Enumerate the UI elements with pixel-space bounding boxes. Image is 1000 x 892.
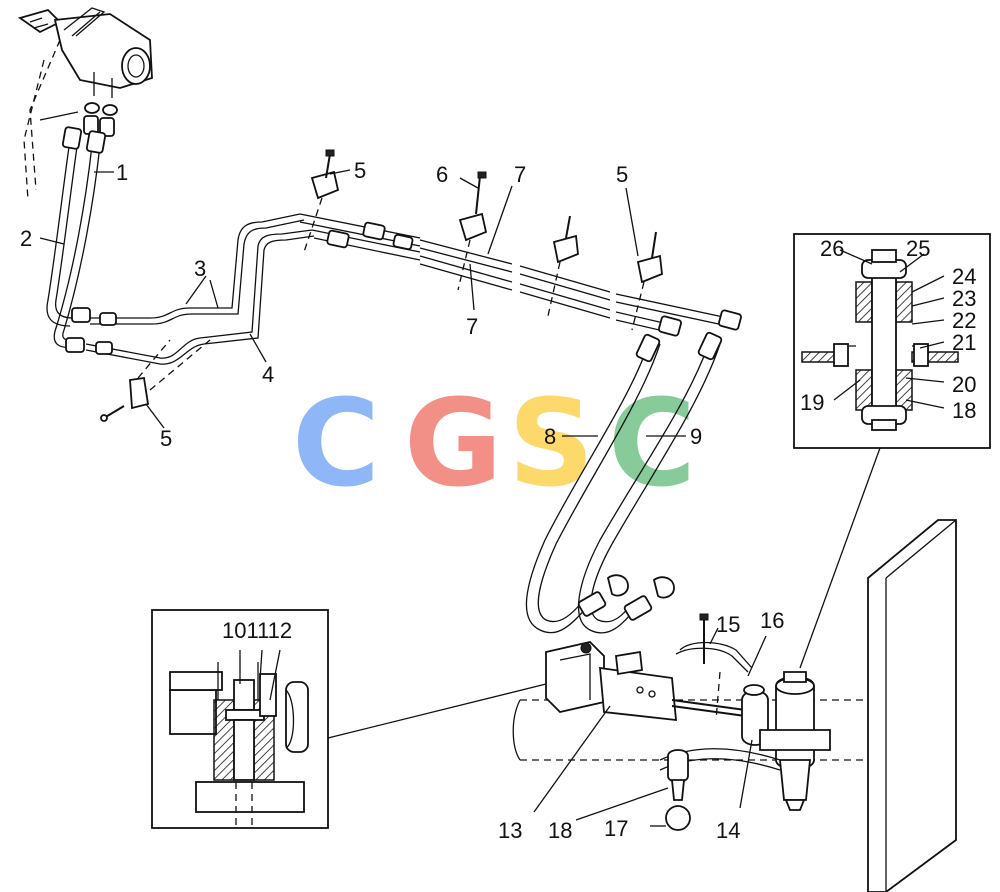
steering-assembly [512,613,880,831]
callout-18-bottom: 18 [548,818,572,843]
callout-5-top: 5 [354,158,366,183]
tube-clamps [100,149,663,422]
leader-lines [39,169,945,827]
callout-6: 6 [436,162,448,187]
callout-15: 15 [716,612,740,637]
watermark: C G S C [292,375,696,514]
watermark-letter-s: S [508,375,594,514]
inset-detail-left [151,609,547,829]
callout-16: 16 [760,608,784,633]
callout-26: 26 [820,236,844,261]
callout-25: 25 [906,236,930,261]
watermark-letter-c2: C [608,375,696,514]
callout-2: 2 [20,226,32,251]
callout-23: 23 [952,286,976,311]
hydraulic-lines-3-4 [85,213,315,391]
callout-5-bottom: 5 [160,426,172,451]
callout-21: 21 [952,330,976,355]
callout-14: 14 [716,818,740,843]
control-valve-assembly [17,7,153,201]
callout-3: 3 [194,256,206,281]
watermark-letter-g: G [404,375,503,514]
callout-24: 24 [952,264,976,289]
callout-8: 8 [544,424,556,449]
callout-7-bottom: 7 [466,314,478,339]
callout-17: 17 [604,816,628,841]
callout-5-right: 5 [616,162,628,187]
hoses-8-9 [525,331,723,634]
inset-detail-right [793,233,991,669]
callout-4: 4 [262,362,274,387]
callout-10-11-12: 101112 [222,618,292,643]
callout-labels: 1 2 3 4 5 5 5 6 7 7 8 9 101112 13 14 15 … [20,158,976,843]
callout-20: 20 [952,372,976,397]
hydraulic-lines-1-2 [46,126,107,353]
watermark-letter-c1: C [292,375,380,514]
callout-19: 19 [800,390,824,415]
callout-9: 9 [690,424,702,449]
callout-18-inset: 18 [952,398,976,423]
wheel-rim [867,519,957,892]
callout-1: 1 [116,160,128,185]
callout-13: 13 [498,818,522,843]
callout-7-top: 7 [514,162,526,187]
hydraulic-tubes-7 [299,213,742,337]
callout-22: 22 [952,308,976,333]
